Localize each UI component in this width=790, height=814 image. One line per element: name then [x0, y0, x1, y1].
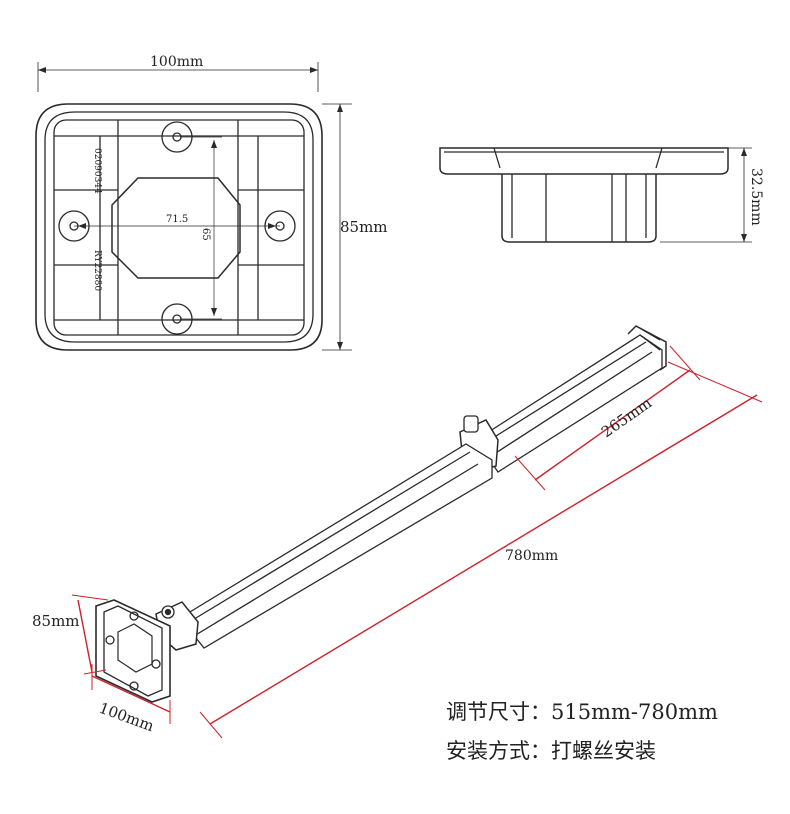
- top-height-label: 85mm: [340, 218, 388, 236]
- inner-height-label: 65: [200, 228, 211, 241]
- plate-code-bottom: RY22880: [92, 250, 102, 291]
- adjust-range-label: 调节尺寸：: [446, 700, 551, 724]
- install-method-spec: 安装方式：打螺丝安装: [446, 735, 656, 765]
- install-method-value: 打螺丝安装: [551, 739, 656, 763]
- plate-code-top: 02090344: [92, 148, 102, 194]
- top-width-label: 100mm: [150, 54, 203, 70]
- total-length-label: 780mm: [505, 548, 558, 564]
- adjust-range-value: 515mm-780mm: [551, 700, 718, 724]
- inner-width-label: 71.5: [166, 214, 188, 225]
- adjust-range-spec: 调节尺寸：515mm-780mm: [446, 696, 718, 726]
- top-view-plate: [35, 62, 352, 351]
- side-view-bracket: [439, 147, 752, 243]
- install-method-label: 安装方式：: [446, 739, 551, 763]
- base-width-label: 100mm: [97, 699, 157, 735]
- base-height-label: 85mm: [32, 612, 80, 630]
- red-dimensions: [71, 345, 763, 739]
- pole-assembly: [95, 325, 667, 703]
- side-height-label: 32.5mm: [748, 168, 764, 226]
